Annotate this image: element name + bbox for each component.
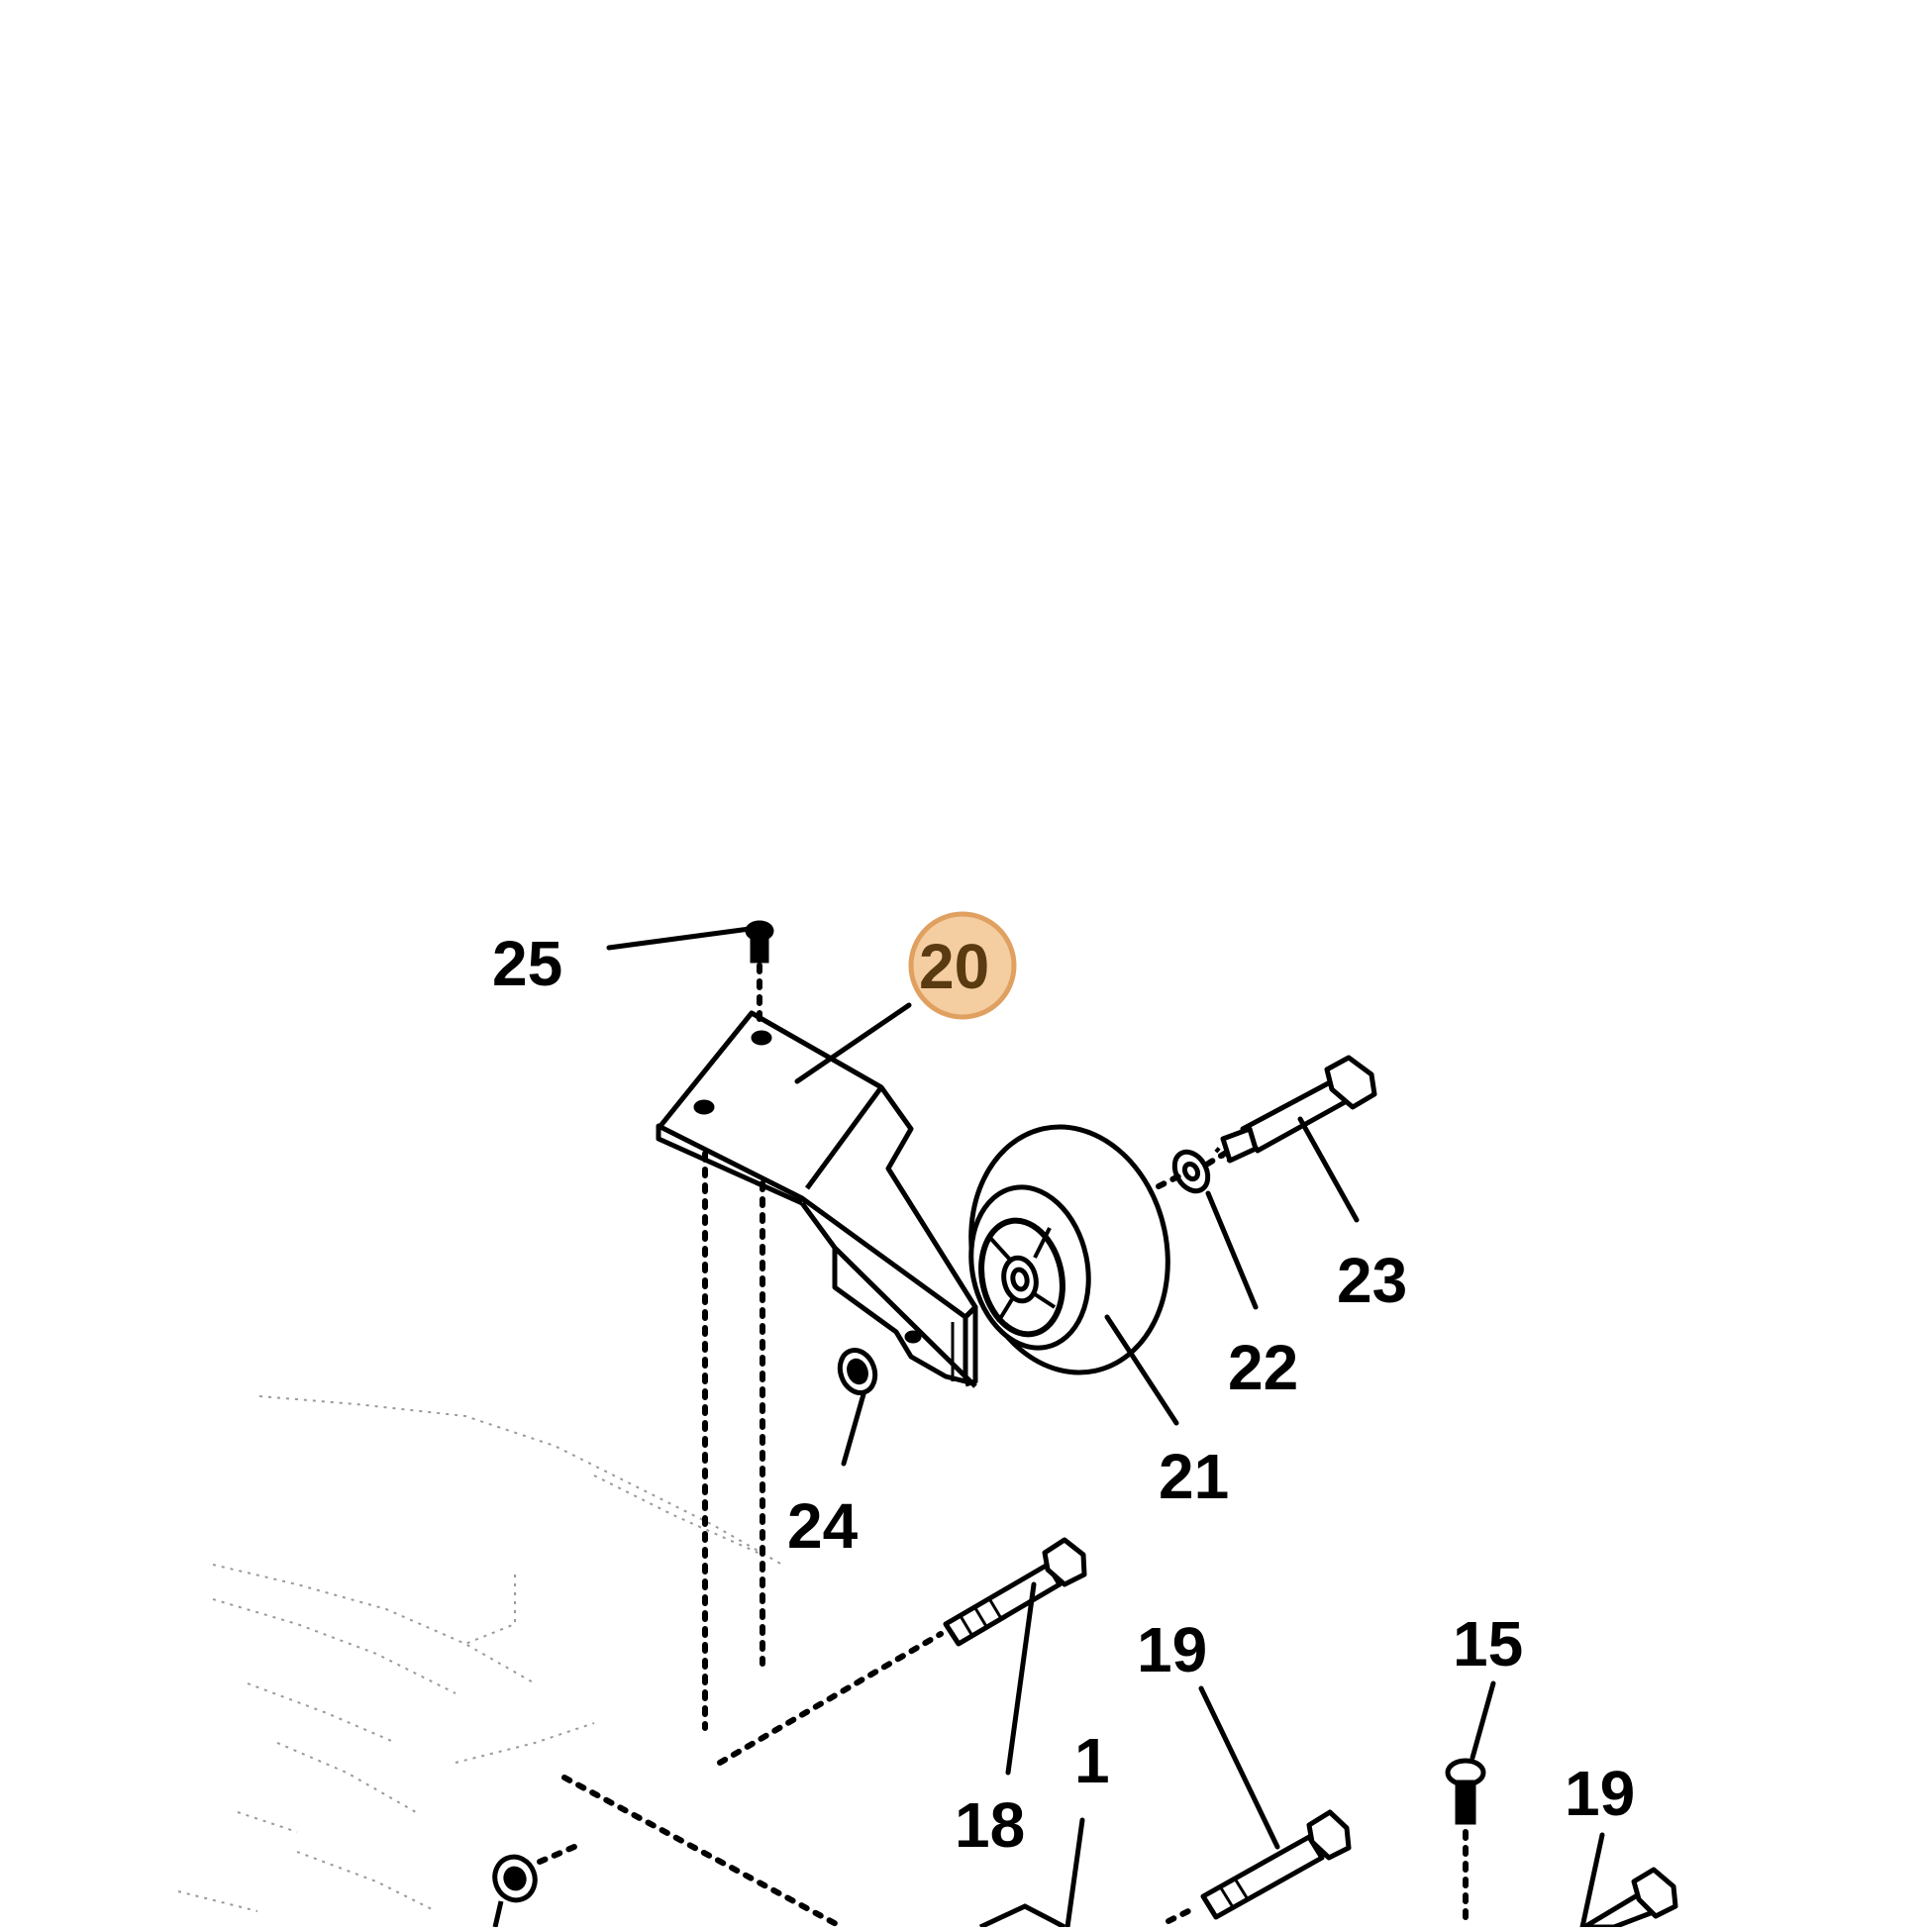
part-1-fragment (978, 1903, 1066, 1930)
callout-24[interactable]: 24 (787, 1490, 859, 1562)
wheel-21 (968, 1124, 1170, 1375)
leader-lines (606, 926, 1605, 1930)
bolt-19-b (1581, 1867, 1678, 1930)
callout-15[interactable]: 15 (1453, 1608, 1523, 1679)
assembly-lines (537, 963, 1469, 1930)
callout-1[interactable]: 1 (1074, 1725, 1110, 1796)
callout-labels: 25 20 23 22 21 24 19 15 19 18 1 (492, 928, 1635, 1861)
bolt-19-a (1200, 1809, 1352, 1920)
callout-23[interactable]: 23 (1337, 1245, 1407, 1316)
callout-20[interactable]: 20 (919, 931, 989, 1002)
nut-lower-left (492, 1854, 538, 1928)
bolt-25 (745, 920, 774, 964)
bolt-18 (943, 1537, 1087, 1647)
callout-21[interactable]: 21 (1159, 1441, 1229, 1512)
washer-22 (1171, 1149, 1211, 1194)
bolt-23 (1214, 1055, 1377, 1164)
callout-19-b[interactable]: 19 (1565, 1758, 1635, 1829)
callout-25[interactable]: 25 (492, 928, 562, 999)
callout-18[interactable]: 18 (955, 1789, 1025, 1861)
callout-22[interactable]: 22 (1228, 1332, 1298, 1403)
bracket-part (656, 1010, 978, 1388)
ghost-deck-outline (177, 1395, 783, 1912)
nut-24 (837, 1348, 878, 1395)
callout-highlight (908, 911, 1017, 1020)
callout-19-a[interactable]: 19 (1137, 1614, 1207, 1685)
bolt-15 (1445, 1758, 1486, 1825)
